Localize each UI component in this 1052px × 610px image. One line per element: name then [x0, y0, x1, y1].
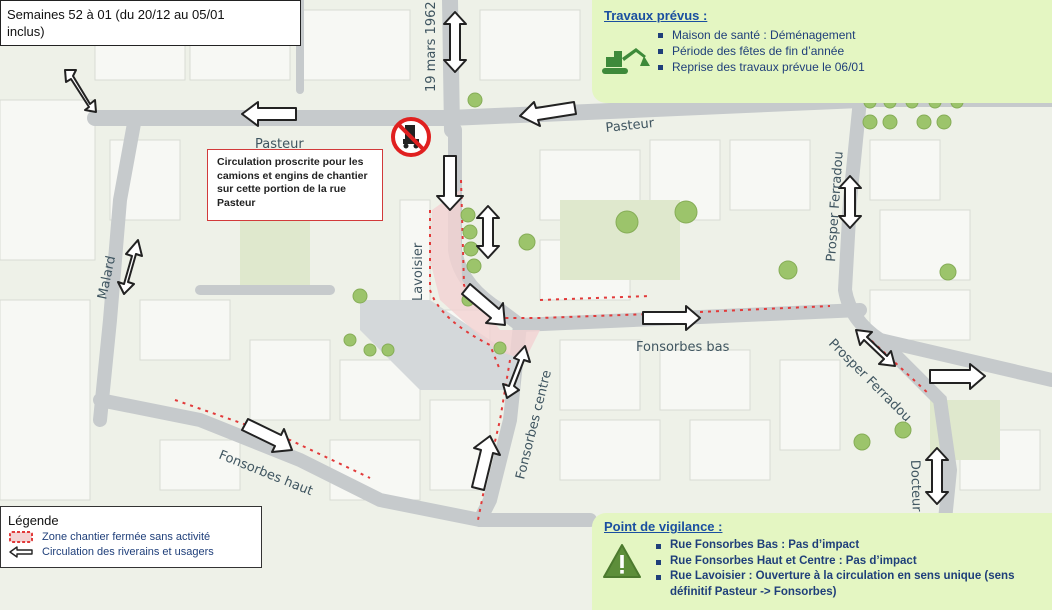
street-label-pasteur-east: Pasteur — [605, 116, 656, 136]
arrow-left-icon — [241, 101, 297, 127]
double-arrow-icon — [855, 329, 896, 367]
double-arrow-icon — [476, 205, 500, 259]
legend-title: Légende — [8, 513, 59, 528]
list-item: Période des fêtes de fin d’année — [658, 43, 1040, 59]
arrow-left-icon — [519, 101, 577, 127]
works-panel: Travaux prévus : Maison de santé : Démén… — [592, 0, 1052, 103]
arrow-down-right-icon — [461, 283, 506, 326]
double-arrow-icon — [443, 11, 467, 73]
closed-zone-icon — [8, 531, 34, 543]
restriction-line: sur cette portion de la rue — [217, 183, 346, 195]
street-label-lavoisier: Lavoisier — [411, 242, 426, 301]
list-item: Rue Fonsorbes Bas : Pas d’impact — [656, 538, 1040, 554]
arrow-left-icon — [8, 546, 34, 558]
no-trucks-sign-icon — [391, 117, 431, 157]
restriction-note: Circulation proscrite pour les camions e… — [207, 149, 383, 221]
arrow-down-right-icon — [241, 418, 293, 453]
arrow-down-icon — [436, 155, 464, 211]
arrow-right-icon — [642, 305, 701, 331]
vigilance-panel: Point de vigilance : Rue Fonsorbes Bas :… — [592, 513, 1052, 610]
excavator-icon — [602, 48, 650, 74]
double-arrow-icon — [838, 175, 862, 229]
works-list: Maison de santé : Déménagement Période d… — [658, 27, 1040, 75]
legend-item: Circulation des riverains et usagers — [8, 546, 254, 558]
double-arrow-icon — [64, 69, 97, 113]
legend-item: Zone chantier fermée sans activité — [8, 531, 254, 543]
period-box: Semaines 52 à 01 (du 20/12 au 05/01 incl… — [0, 0, 301, 46]
list-item-continuation: définitif Pasteur -> Fonsorbes) — [670, 585, 837, 598]
street-label-pasteur-west: Pasteur — [255, 137, 304, 152]
restriction-line: Pasteur — [217, 196, 256, 209]
list-item-continued: définitif Pasteur -> Fonsorbes) — [670, 585, 1040, 601]
vigilance-list: Rue Fonsorbes Bas : Pas d’impact Rue Fon… — [656, 538, 1040, 601]
street-label-19-mars-1962: 19 mars 1962 — [424, 1, 439, 92]
arrow-up-icon — [471, 435, 501, 491]
list-item: Maison de santé : Déménagement — [658, 27, 1040, 43]
vigilance-title: Point de vigilance : — [604, 519, 723, 534]
period-line-2: inclus) — [7, 24, 45, 39]
legend-label: Circulation des riverains et usagers — [42, 546, 214, 558]
arrow-right-icon — [929, 363, 986, 390]
restriction-line: camions et engins de chantier — [217, 169, 368, 182]
green-areas — [240, 200, 1000, 460]
traffic-arrows — [64, 11, 986, 505]
list-item: Reprise des travaux prévue le 06/01 — [658, 59, 1040, 75]
list-item: Rue Fonsorbes Haut et Centre : Pas d’imp… — [656, 554, 1040, 570]
double-arrow-icon — [117, 239, 143, 295]
period-line-1: Semaines 52 à 01 (du 20/12 au 05/01 — [7, 7, 225, 22]
double-arrow-icon — [925, 447, 949, 505]
warning-icon — [603, 544, 641, 578]
list-item: Rue Lavoisier : Ouverture à la circulati… — [656, 569, 1040, 585]
legend-label: Zone chantier fermée sans activité — [42, 531, 211, 543]
legend: Légende Zone chantier fermée sans activi… — [0, 506, 262, 568]
works-title: Travaux prévus : — [604, 8, 708, 23]
street-label-docteur: Docteur — [907, 460, 924, 513]
restriction-line: Circulation proscrite pour les — [217, 156, 364, 168]
street-label-fonsorbes-bas: Fonsorbes bas — [636, 340, 730, 355]
works-zone-fill — [430, 190, 540, 360]
parking-area — [360, 300, 520, 390]
double-arrow-icon — [502, 345, 531, 399]
